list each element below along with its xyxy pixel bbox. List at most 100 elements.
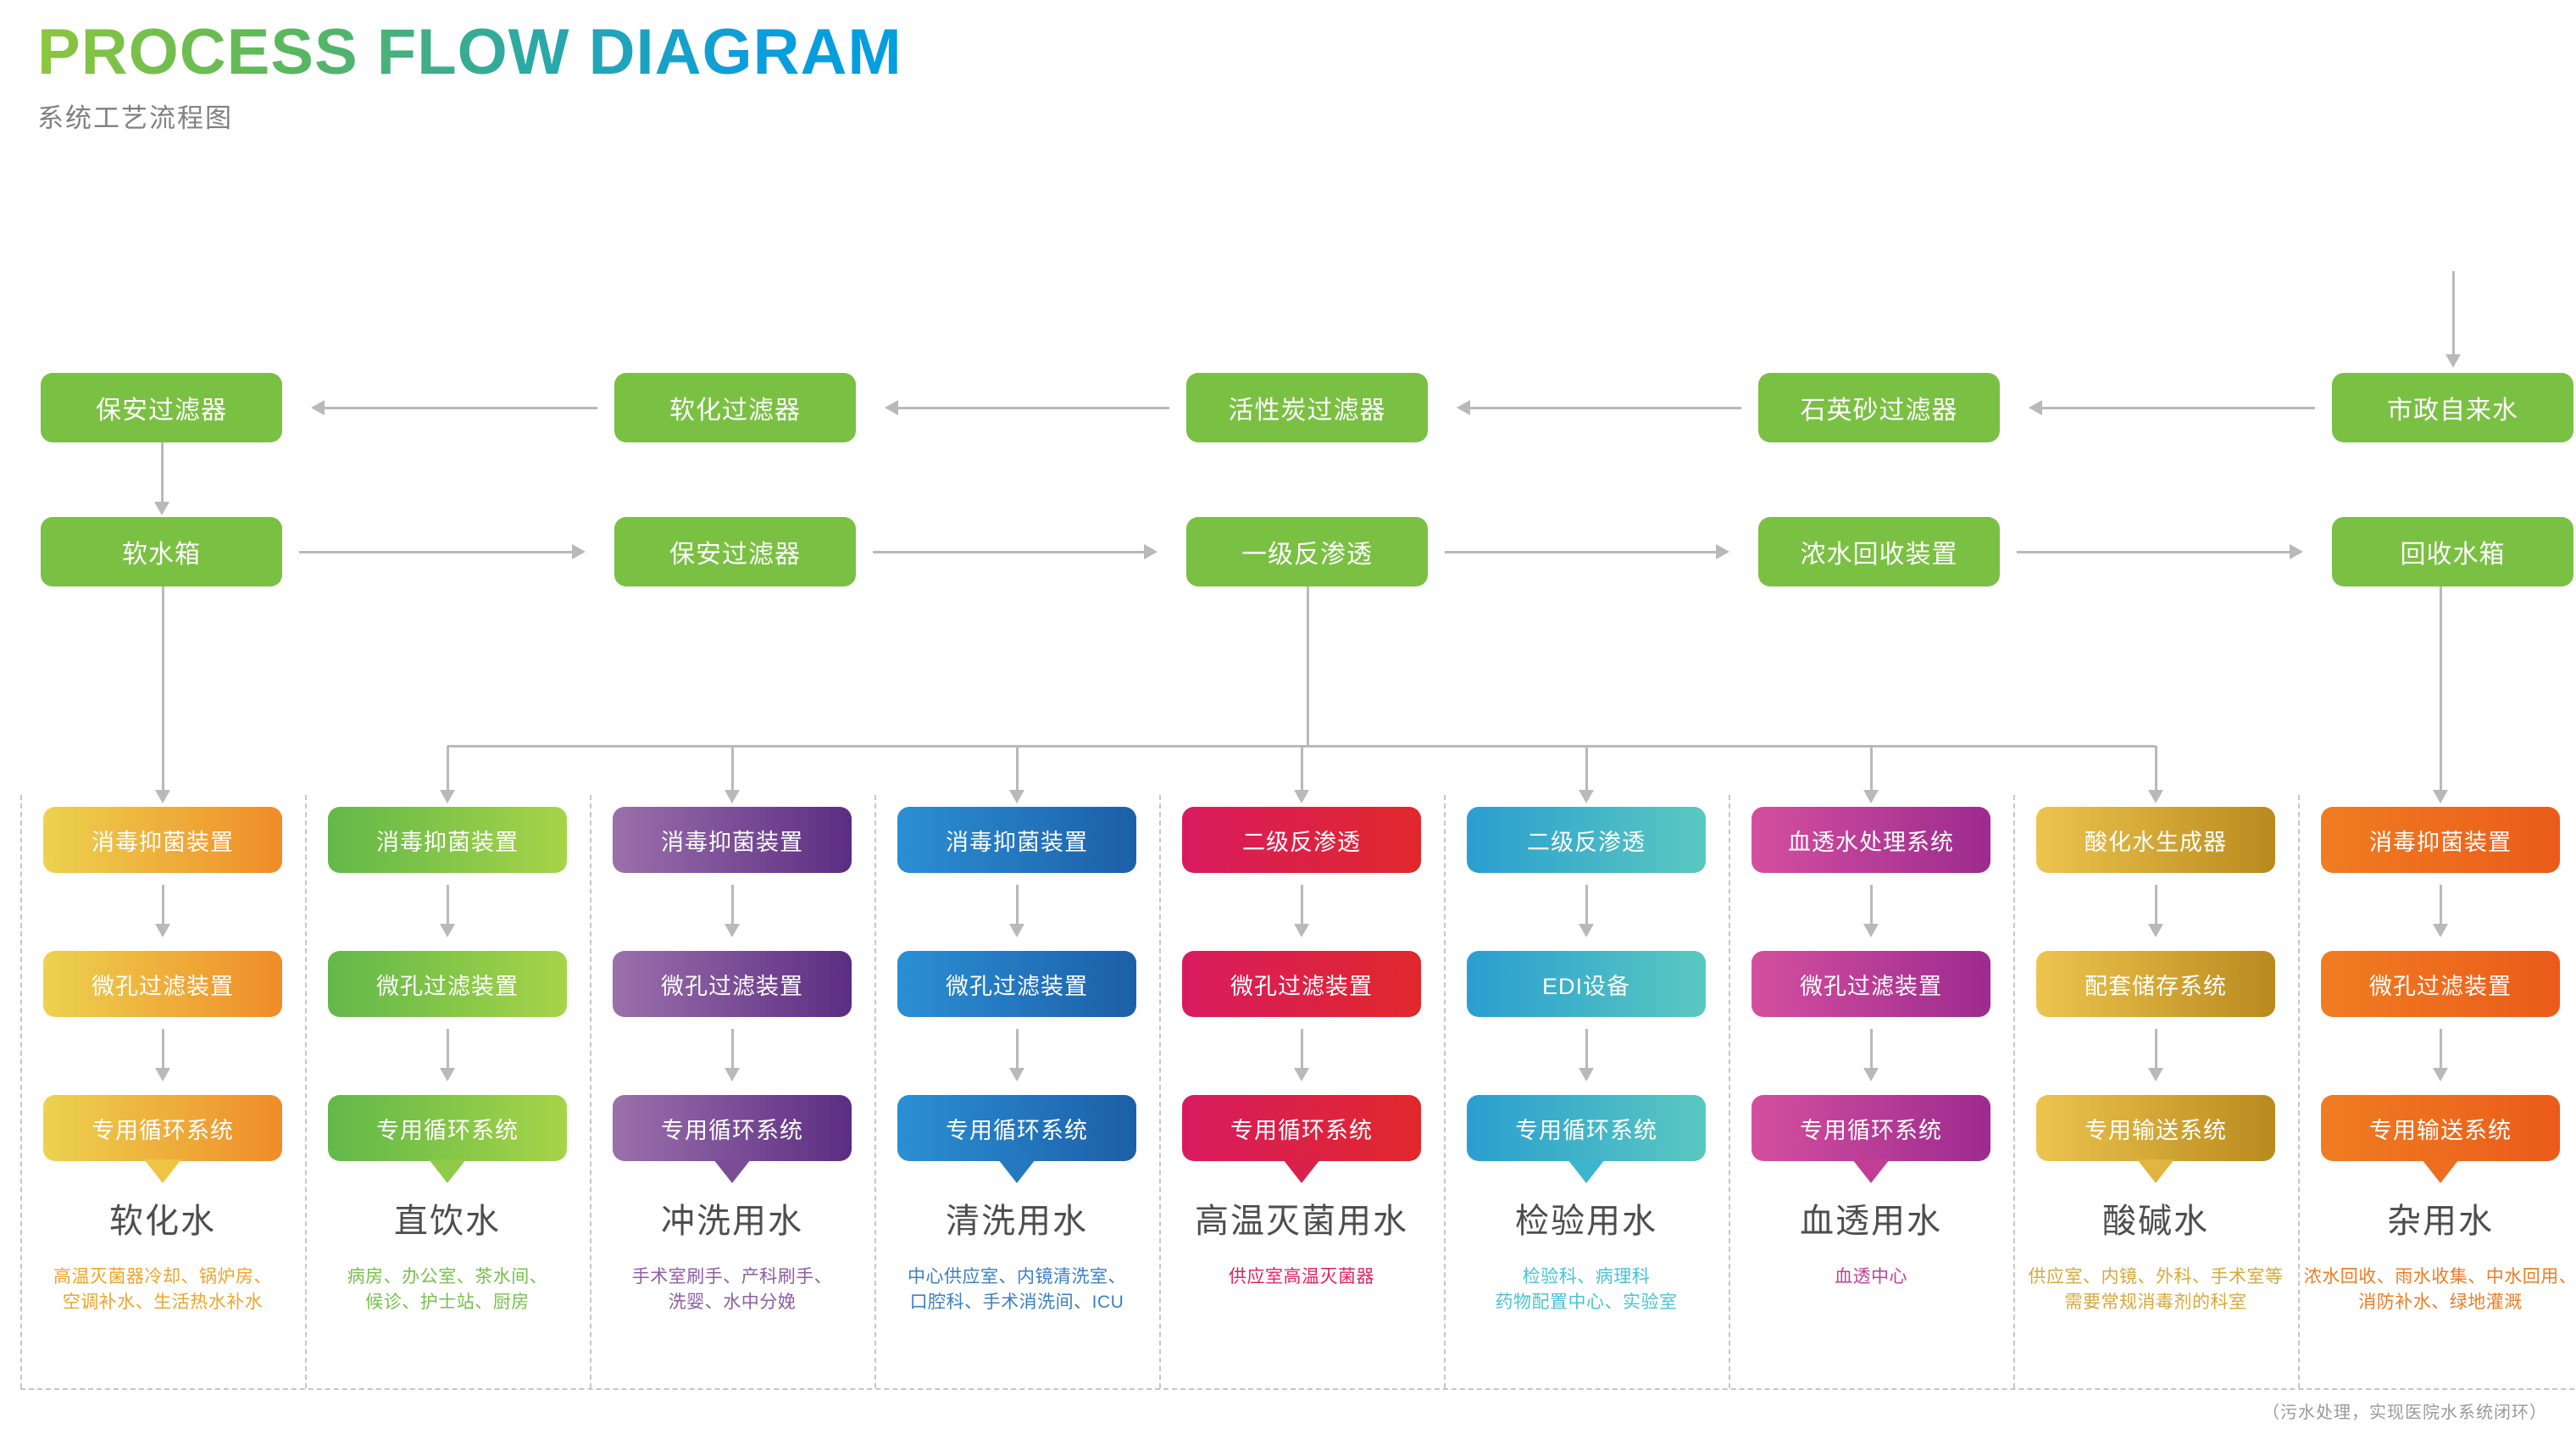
- column-1-title: 直饮水: [394, 1203, 501, 1240]
- column-7-title: 酸碱水: [2102, 1203, 2209, 1240]
- column-7-description-line-0: 供应室、内镜、外科、手术室等: [2028, 1267, 2284, 1287]
- column-3-arrow-line-1: [1016, 1029, 1019, 1068]
- column-1-description: 病房、办公室、茶水间、候诊、护士站、厨房: [308, 1264, 587, 1316]
- column-6-title: 血透用水: [1800, 1203, 1942, 1240]
- column-4-description-line-0: 供应室高温灭菌器: [1229, 1267, 1374, 1287]
- branch-drop-arrow-6: [1863, 790, 1879, 803]
- column-8-arrow-line-0: [2440, 885, 2442, 924]
- connector-water-inlet: [2451, 271, 2455, 356]
- column-4-step-1[interactable]: 微孔过滤装置: [1182, 951, 1421, 1017]
- column-6-step-0[interactable]: 血透水处理系统: [1752, 807, 1990, 873]
- arrow-head-right-3: [2290, 544, 2303, 559]
- branch-drop-2: [731, 746, 734, 792]
- column-5-description-line-0: 检验科、病理科: [1522, 1267, 1651, 1287]
- column-2-step-2[interactable]: 专用循环系统: [613, 1095, 852, 1161]
- column-7-step-1[interactable]: 配套储存系统: [2036, 951, 2275, 1017]
- column-6-step-2[interactable]: 专用循环系统: [1752, 1095, 1990, 1161]
- column-5-description-line-1: 药物配置中心、实验室: [1495, 1292, 1678, 1313]
- column-1-description-line-0: 病房、办公室、茶水间、: [347, 1267, 548, 1287]
- column-4-step-0[interactable]: 二级反渗透: [1182, 807, 1421, 873]
- column-4-arrow-line-1: [1301, 1029, 1303, 1068]
- branch-trunk: [1306, 586, 1309, 746]
- column-separator-3: [874, 795, 876, 1388]
- column-1-step-1[interactable]: 微孔过滤装置: [328, 951, 567, 1017]
- column-separator-0: [20, 795, 22, 1388]
- pretreatment-node-1[interactable]: 软化过滤器: [614, 373, 856, 442]
- column-2-step-0[interactable]: 消毒抑菌装置: [613, 807, 852, 873]
- arrow-head-left-0: [311, 400, 325, 415]
- column-0-description-line-1: 空调补水、生活热水补水: [62, 1292, 264, 1313]
- column-8-step-2[interactable]: 专用输送系统: [2321, 1095, 2560, 1161]
- column-5-step-0[interactable]: 二级反渗透: [1467, 807, 1706, 873]
- column-0-description-line-0: 高温灭菌器冷却、锅炉房、: [53, 1267, 272, 1287]
- column-8-step-0[interactable]: 消毒抑菌装置: [2321, 807, 2560, 873]
- column-3-step-0[interactable]: 消毒抑菌装置: [897, 807, 1136, 873]
- page-subtitle: 系统工艺流程图: [37, 103, 233, 133]
- column-2-description-line-0: 手术室刷手、产科刷手、: [631, 1267, 833, 1287]
- branch-drop-arrow-3: [1009, 790, 1024, 803]
- column-0-arrow-line-1: [162, 1029, 164, 1068]
- column-0-arrow-head-1: [155, 1068, 170, 1081]
- feed-column-0-arrow: [155, 790, 170, 803]
- column-8-step-1[interactable]: 微孔过滤装置: [2321, 951, 2560, 1017]
- arrow-line-pretreat-1: [898, 407, 1169, 409]
- ro-node-3[interactable]: 浓水回收装置: [1758, 517, 2000, 586]
- column-6-step-1[interactable]: 微孔过滤装置: [1752, 951, 1990, 1017]
- column-6-description-line-0: 血透中心: [1835, 1267, 1907, 1287]
- column-0-step-0[interactable]: 消毒抑菌装置: [43, 807, 282, 873]
- ro-node-1[interactable]: 保安过滤器: [614, 517, 856, 586]
- column-1-arrow-line-1: [447, 1029, 449, 1068]
- column-2-description: 手术室刷手、产科刷手、洗婴、水中分娩: [592, 1264, 872, 1316]
- arrow-head-right-0: [572, 544, 586, 559]
- arrow-line-ro-3: [2017, 551, 2290, 553]
- pretreatment-node-3[interactable]: 石英砂过滤器: [1758, 373, 2000, 442]
- column-0-arrow-line-0: [162, 885, 164, 924]
- column-3-step-1[interactable]: 微孔过滤装置: [897, 951, 1136, 1017]
- column-3-description: 中心供应室、内镜清洗室、口腔科、手术消洗间、ICU: [877, 1264, 1157, 1316]
- column-2-title: 冲洗用水: [661, 1203, 803, 1240]
- pretreatment-node-0[interactable]: 保安过滤器: [41, 373, 282, 442]
- column-5-arrow-head-0: [1579, 924, 1594, 937]
- column-5-arrow-line-1: [1585, 1029, 1588, 1068]
- column-4-arrow-head-0: [1294, 924, 1309, 937]
- feed-column-0: [162, 586, 164, 792]
- column-4-title: 高温灭菌用水: [1195, 1203, 1408, 1240]
- column-0-step-1[interactable]: 微孔过滤装置: [43, 951, 282, 1017]
- column-1-step-0[interactable]: 消毒抑菌装置: [328, 807, 567, 873]
- connector-pretreat-to-softbox: [160, 442, 164, 502]
- ro-node-2[interactable]: 一级反渗透: [1186, 517, 1428, 586]
- column-0-arrow-head-0: [155, 924, 170, 937]
- column-2-arrow-line-1: [731, 1029, 734, 1068]
- feed-column-8-arrow: [2433, 790, 2448, 803]
- pretreatment-node-4[interactable]: 市政自来水: [2332, 373, 2573, 442]
- column-5-arrow-head-1: [1579, 1068, 1594, 1081]
- header: PROCESS FLOW DIAGRAM 系统工艺流程图: [37, 19, 902, 135]
- column-separator-8: [2298, 795, 2300, 1388]
- column-7-step-2[interactable]: 专用输送系统: [2036, 1095, 2275, 1161]
- column-5-step-1[interactable]: EDI设备: [1467, 951, 1706, 1017]
- column-3-step-2[interactable]: 专用循环系统: [897, 1095, 1136, 1161]
- column-7-step-0[interactable]: 酸化水生成器: [2036, 807, 2275, 873]
- column-4-step-2[interactable]: 专用循环系统: [1182, 1095, 1421, 1161]
- column-1-arrow-line-0: [447, 885, 449, 924]
- column-2-step-1[interactable]: 微孔过滤装置: [613, 951, 852, 1017]
- arrow-head-down-inlet: [2445, 354, 2461, 368]
- column-4-arrow-head-1: [1294, 1068, 1309, 1081]
- column-1-step-2[interactable]: 专用循环系统: [328, 1095, 567, 1161]
- pretreatment-node-2[interactable]: 活性炭过滤器: [1186, 373, 1428, 442]
- column-8-description-line-0: 浓水回收、雨水收集、中水回用、: [2303, 1267, 2576, 1287]
- columns-bottom-border: [20, 1388, 2576, 1390]
- branch-drop-arrow-2: [724, 790, 740, 803]
- column-1-arrow-head-1: [440, 1068, 455, 1081]
- ro-node-0[interactable]: 软水箱: [41, 517, 282, 586]
- column-2-arrow-head-1: [724, 1068, 740, 1081]
- column-5-step-2[interactable]: 专用循环系统: [1467, 1095, 1706, 1161]
- arrow-line-ro-0: [299, 551, 572, 553]
- column-0-step-2[interactable]: 专用循环系统: [43, 1095, 282, 1161]
- column-1-description-line-1: 候诊、护士站、厨房: [365, 1292, 530, 1313]
- arrow-head-right-1: [1144, 544, 1158, 559]
- column-separator-1: [305, 795, 307, 1388]
- ro-node-4[interactable]: 回收水箱: [2332, 517, 2573, 586]
- branch-drop-5: [1585, 746, 1588, 792]
